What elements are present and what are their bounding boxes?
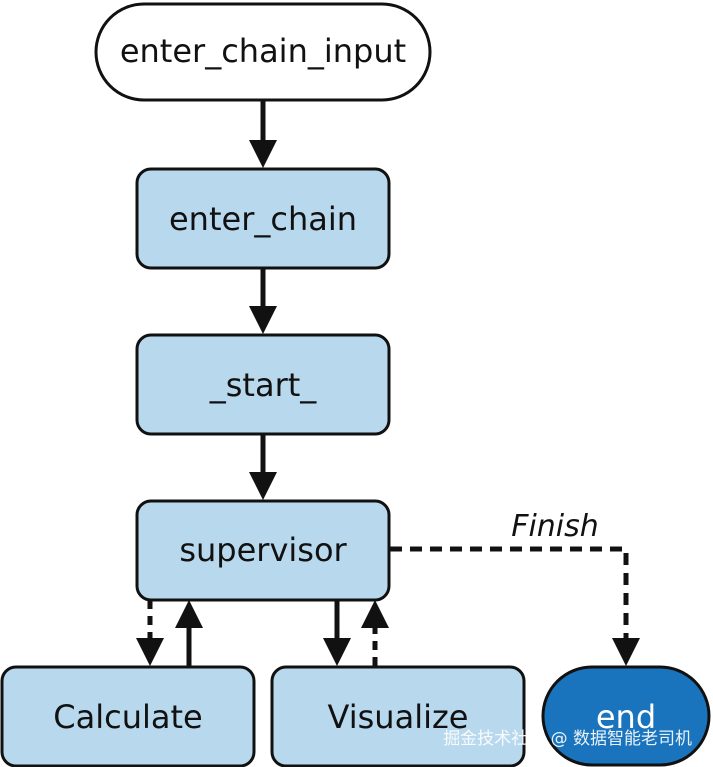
edge-visualize-to-supervisor bbox=[361, 600, 389, 666]
node-label: Calculate bbox=[53, 698, 202, 736]
node-label: end bbox=[596, 698, 656, 736]
node-label: Visualize bbox=[328, 698, 469, 736]
node-supervisor: supervisor bbox=[135, 499, 391, 602]
edge-supervisor-to-end bbox=[390, 546, 640, 666]
node-calculate: Calculate bbox=[0, 665, 256, 767]
edge-enter-chain-to-start bbox=[249, 268, 277, 334]
watermark-text: 掘金技术社区 @ 数据智能老司机 bbox=[443, 729, 692, 749]
node-end: end bbox=[541, 665, 711, 767]
node-label: enter_chain bbox=[169, 200, 357, 238]
edge-label-finish: Finish bbox=[511, 509, 599, 544]
edge-start-to-supervisor bbox=[249, 434, 277, 500]
node-start: _start_ bbox=[135, 333, 391, 436]
node-visualize: Visualize bbox=[270, 665, 526, 767]
node-label: _start_ bbox=[209, 366, 318, 404]
edge-input-to-enter-chain bbox=[249, 100, 277, 168]
edge-calculate-to-supervisor bbox=[175, 600, 203, 666]
edge-supervisor-to-calculate bbox=[136, 600, 164, 666]
node-enter-chain: enter_chain bbox=[135, 167, 391, 270]
edge-supervisor-to-visualize bbox=[323, 600, 351, 666]
node-enter-chain-input: enter_chain_input bbox=[94, 2, 432, 102]
node-label: enter_chain_input bbox=[120, 32, 406, 70]
node-label: supervisor bbox=[179, 531, 347, 569]
